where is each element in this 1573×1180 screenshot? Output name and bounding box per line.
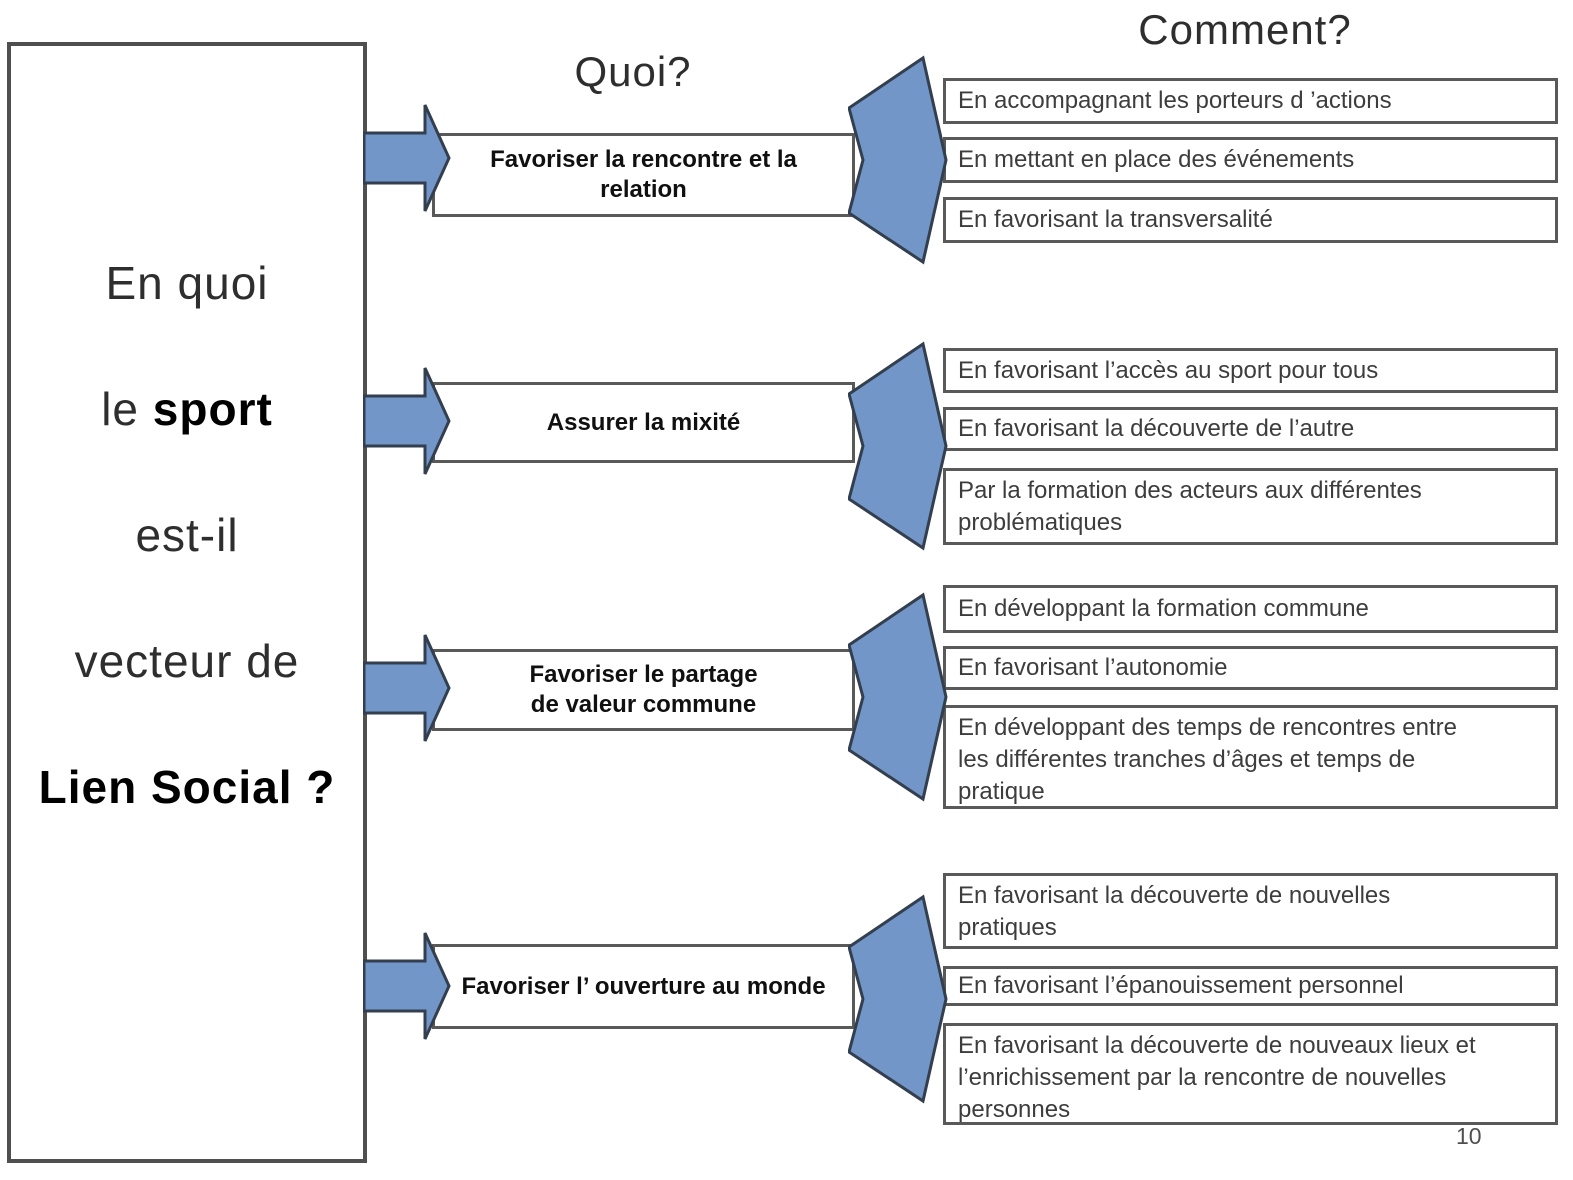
- how-box: En favorisant l’épanouissement personnel: [943, 966, 1558, 1006]
- big-right-arrow-icon: [848, 341, 948, 551]
- how-box: En favorisant l’accès au sport pour tous: [943, 348, 1558, 393]
- question-line: Lien Social ?: [38, 761, 336, 813]
- question-line: vecteur de: [74, 635, 300, 687]
- how-box: En développant la formation commune: [943, 585, 1558, 633]
- question-line: le sport: [101, 383, 273, 435]
- what-box: Assurer la mixité: [432, 382, 855, 463]
- header-comment: Comment?: [1138, 6, 1352, 53]
- big-right-arrow-icon: [848, 894, 948, 1104]
- header-quoi: Quoi?: [574, 48, 692, 95]
- big-right-arrow-icon: [848, 55, 948, 265]
- how-box: En mettant en place des événements: [943, 137, 1558, 183]
- what-box: Favoriser l’ ouverture au monde: [432, 944, 855, 1029]
- big-right-arrow-icon: [848, 592, 948, 802]
- page-number: 10: [1456, 1123, 1482, 1149]
- how-box: En favorisant la transversalité: [943, 197, 1558, 243]
- how-box: En développant des temps de rencontres e…: [943, 705, 1558, 809]
- what-box: Favoriser le partage de valeur commune: [432, 649, 855, 731]
- what-box: Favoriser la rencontre et la relation: [432, 133, 855, 217]
- question-box: [7, 42, 367, 1163]
- small-right-arrow-icon: [363, 102, 451, 214]
- how-box: Par la formation des acteurs aux différe…: [943, 468, 1558, 545]
- how-box: En favorisant la découverte de nouvelles…: [943, 873, 1558, 949]
- question-line: En quoi: [105, 257, 269, 309]
- question-line: est-il: [135, 509, 239, 561]
- how-box: En favorisant l’autonomie: [943, 646, 1558, 690]
- question-text: En quoi le sport est-il vecteur de Lien …: [7, 220, 367, 850]
- how-box: En favorisant la découverte de l’autre: [943, 407, 1558, 451]
- how-box: En favorisant la découverte de nouveaux …: [943, 1023, 1558, 1125]
- small-right-arrow-icon: [363, 930, 451, 1042]
- how-box: En accompagnant les porteurs d ’actions: [943, 78, 1558, 124]
- small-right-arrow-icon: [363, 632, 451, 744]
- small-right-arrow-icon: [363, 365, 451, 477]
